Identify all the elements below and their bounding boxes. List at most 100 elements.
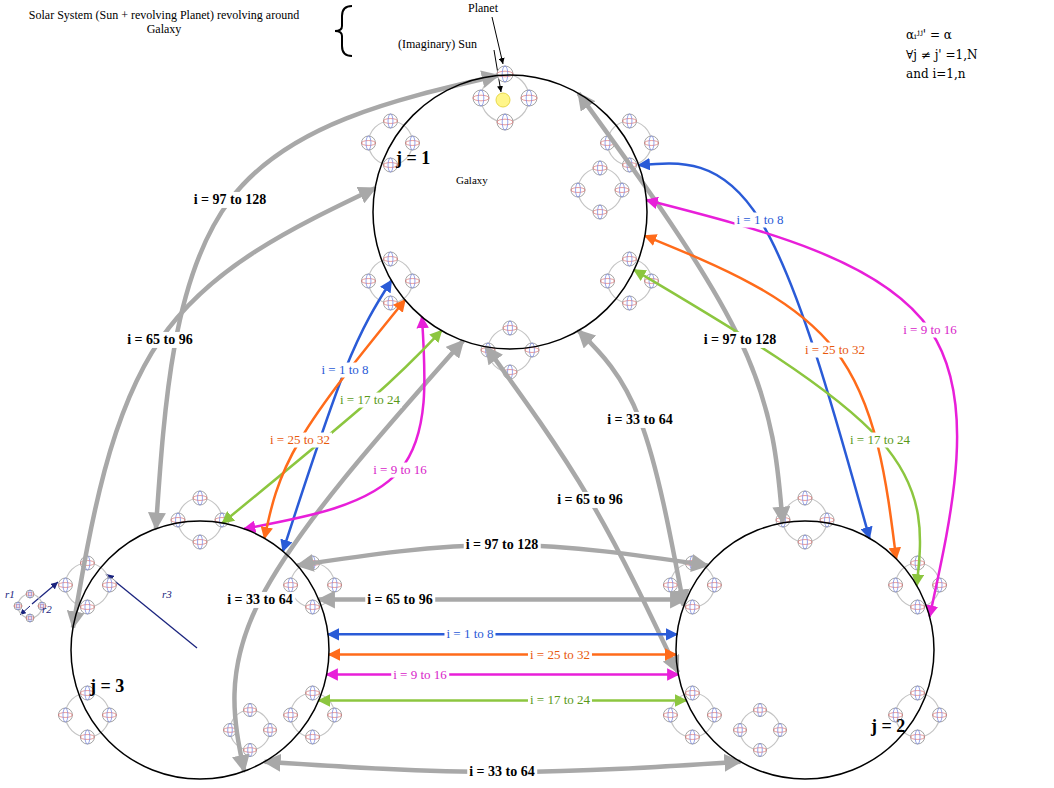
planet-sphere	[473, 90, 489, 106]
link-arrow	[579, 331, 684, 606]
galaxy-index: j = 3	[90, 676, 124, 697]
planet-sphere	[361, 136, 375, 150]
planet-sphere	[328, 578, 342, 592]
index-range-label: i = 9 to 16	[391, 667, 449, 682]
index-range-label: i = 25 to 32	[268, 433, 332, 448]
planet-sphere	[623, 296, 637, 310]
heading-note: Solar System (Sun + revolving Planet) re…	[14, 8, 314, 37]
planet-sphere	[14, 602, 22, 610]
callout-label: Planet	[468, 1, 498, 16]
galaxy-outline	[675, 520, 935, 780]
galaxy-index: j = 2	[871, 716, 905, 737]
solar-system	[58, 556, 116, 614]
planet-sphere	[734, 724, 747, 737]
index-range-label: i = 17 to 24	[338, 393, 402, 408]
planet-sphere	[645, 136, 659, 150]
index-range-label: i = 33 to 64	[467, 764, 537, 780]
index-range-label: i = 97 to 128	[192, 192, 269, 208]
index-range-label: i = 65 to 96	[555, 492, 625, 508]
planet-sphere	[615, 183, 629, 197]
index-range-label: i = 65 to 96	[365, 592, 435, 608]
galaxy-circle: j = 3	[70, 520, 330, 780]
planet-sphere	[623, 114, 637, 128]
planet-sphere	[383, 252, 397, 266]
planet-sphere	[798, 491, 812, 505]
solar-system	[14, 590, 46, 622]
planet-sphere	[383, 114, 397, 128]
planet-sphere	[623, 252, 637, 266]
planet-sphere	[284, 578, 298, 592]
link-arrow	[222, 331, 441, 523]
planet-sphere	[663, 708, 677, 722]
galaxy-circle: j = 1Galaxy	[372, 74, 648, 350]
planet-sphere	[911, 600, 925, 614]
link-arrow	[645, 236, 896, 559]
planet-sphere	[593, 161, 607, 175]
planet-sphere	[383, 158, 397, 172]
index-range-label: i = 9 to 16	[901, 323, 959, 338]
planet-sphere	[933, 708, 947, 722]
planet-sphere	[405, 274, 419, 288]
link-arrow	[327, 673, 679, 676]
radius-arrow	[32, 582, 58, 604]
solar-system	[224, 704, 277, 757]
index-range-label: i = 33 to 64	[225, 592, 295, 608]
index-range-label: i = 97 to 128	[464, 537, 541, 553]
planet-sphere	[525, 343, 539, 357]
solar-system	[601, 252, 659, 310]
index-range-label: i = 9 to 16	[371, 463, 429, 478]
planet-sphere	[754, 704, 767, 717]
planet-sphere	[889, 578, 903, 592]
index-range-label: i = 65 to 96	[125, 332, 195, 348]
planet-sphere	[774, 724, 787, 737]
radius-label: r2	[42, 603, 52, 615]
galaxy-outline	[372, 74, 648, 350]
planet-sphere	[685, 686, 699, 700]
planet-sphere	[193, 491, 207, 505]
planet-sphere	[383, 296, 397, 310]
radius-label: r1	[5, 588, 15, 600]
solar-system	[776, 491, 834, 549]
planet-sphere	[244, 704, 257, 717]
link-arrow	[639, 163, 870, 538]
planet-sphere	[571, 183, 585, 197]
link-arrow	[329, 653, 676, 656]
planet-sphere	[193, 535, 207, 549]
planet-sphere	[707, 578, 721, 592]
link-arrow	[244, 317, 424, 529]
planet-sphere	[328, 708, 342, 722]
solar-system	[663, 686, 721, 744]
brace	[335, 6, 352, 56]
planet-sphere	[497, 114, 513, 130]
formula-text: αᵢʲʲ' = α	[906, 28, 952, 42]
planet-sphere	[503, 321, 517, 335]
planet-sphere	[911, 730, 925, 744]
planet-sphere	[754, 744, 767, 757]
index-range-label: i = 25 to 32	[528, 647, 592, 662]
planet-sphere	[80, 730, 94, 744]
galaxy-outline	[70, 520, 330, 780]
solar-system	[171, 491, 229, 549]
link-arrow	[156, 76, 498, 529]
link-arrow	[328, 633, 677, 636]
radius-arrow	[106, 574, 197, 648]
planet-sphere	[244, 744, 257, 757]
planet-sphere	[264, 724, 277, 737]
index-range-label: i = 97 to 128	[702, 332, 779, 348]
link-arrow	[319, 699, 687, 702]
link-arrow	[486, 347, 678, 672]
planet-sphere	[707, 708, 721, 722]
formula-text: ∀j ≠ j' =1,N	[906, 48, 977, 62]
planet-sphere	[26, 590, 34, 598]
link-arrow	[646, 200, 957, 617]
planet-sphere	[911, 686, 925, 700]
planet-sphere	[58, 708, 72, 722]
planet-sphere	[58, 578, 72, 592]
solar-system	[284, 686, 342, 744]
planet-sphere	[80, 600, 94, 614]
index-range-label: i = 25 to 32	[803, 343, 867, 358]
planet-sphere	[521, 90, 537, 106]
planet-sphere	[820, 513, 834, 527]
formula-text: and i=1,n	[906, 67, 965, 81]
